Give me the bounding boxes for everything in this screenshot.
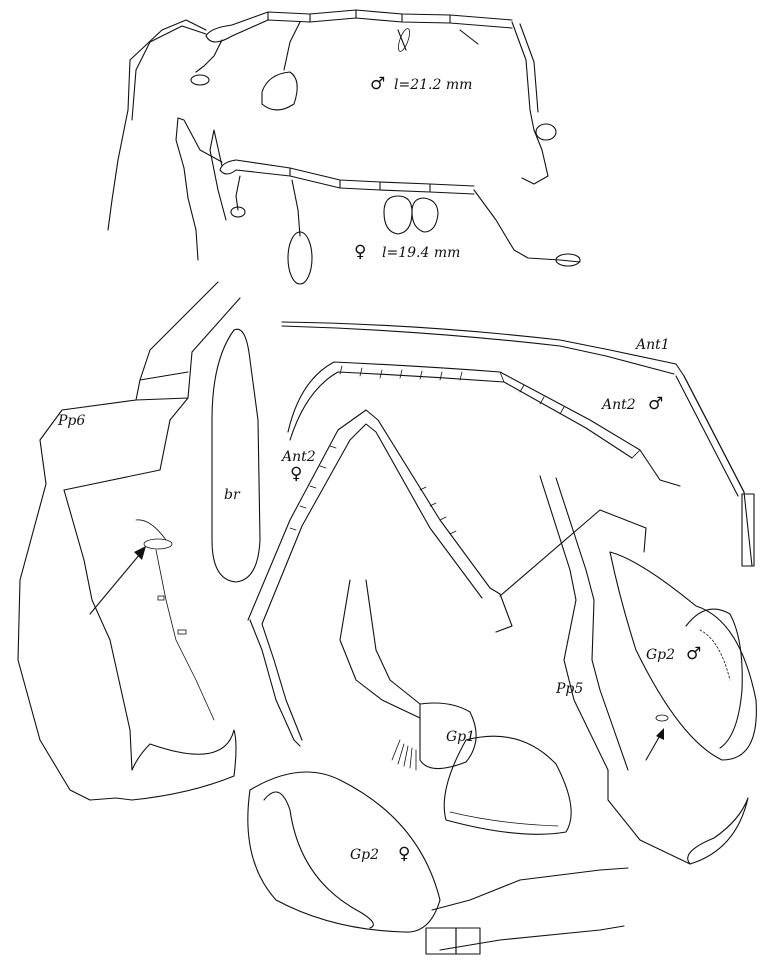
female-habitus-drawing bbox=[176, 118, 580, 284]
ant2-male-symbol: ♂ bbox=[648, 396, 663, 413]
pp6-label: Pp6 bbox=[58, 414, 85, 428]
male-length-label: l=21.2 mm bbox=[394, 78, 472, 92]
gp1-label: Gp1 bbox=[446, 730, 475, 744]
gp2-male-label: Gp2 bbox=[646, 648, 675, 662]
ant1-label: Ant1 bbox=[636, 338, 670, 352]
gp2-male-symbol: ♂ bbox=[686, 646, 701, 663]
br-gill-drawing bbox=[212, 329, 260, 582]
gp2-male-drawing bbox=[500, 510, 756, 760]
ant2-male-label: Ant2 bbox=[602, 398, 636, 412]
ant1-drawing bbox=[282, 322, 754, 566]
gp1-drawing bbox=[340, 580, 571, 834]
female-symbol: ♀ bbox=[354, 244, 366, 261]
ant2-female-label: Ant2 bbox=[282, 450, 316, 464]
pp6-drawing bbox=[18, 282, 240, 800]
gp2-female-symbol: ♀ bbox=[398, 846, 410, 863]
female-length-label: l=19.4 mm bbox=[382, 246, 460, 260]
gp2-female-label: Gp2 bbox=[350, 848, 379, 862]
pp6-detail-arrow bbox=[90, 546, 146, 614]
male-symbol: ♂ bbox=[370, 76, 385, 93]
gp2-female-drawing bbox=[248, 772, 628, 954]
br-label: br bbox=[224, 488, 240, 502]
ant2-female-symbol: ♀ bbox=[290, 466, 302, 483]
male-habitus-drawing bbox=[108, 10, 556, 230]
pp5-label: Pp5 bbox=[556, 682, 583, 696]
